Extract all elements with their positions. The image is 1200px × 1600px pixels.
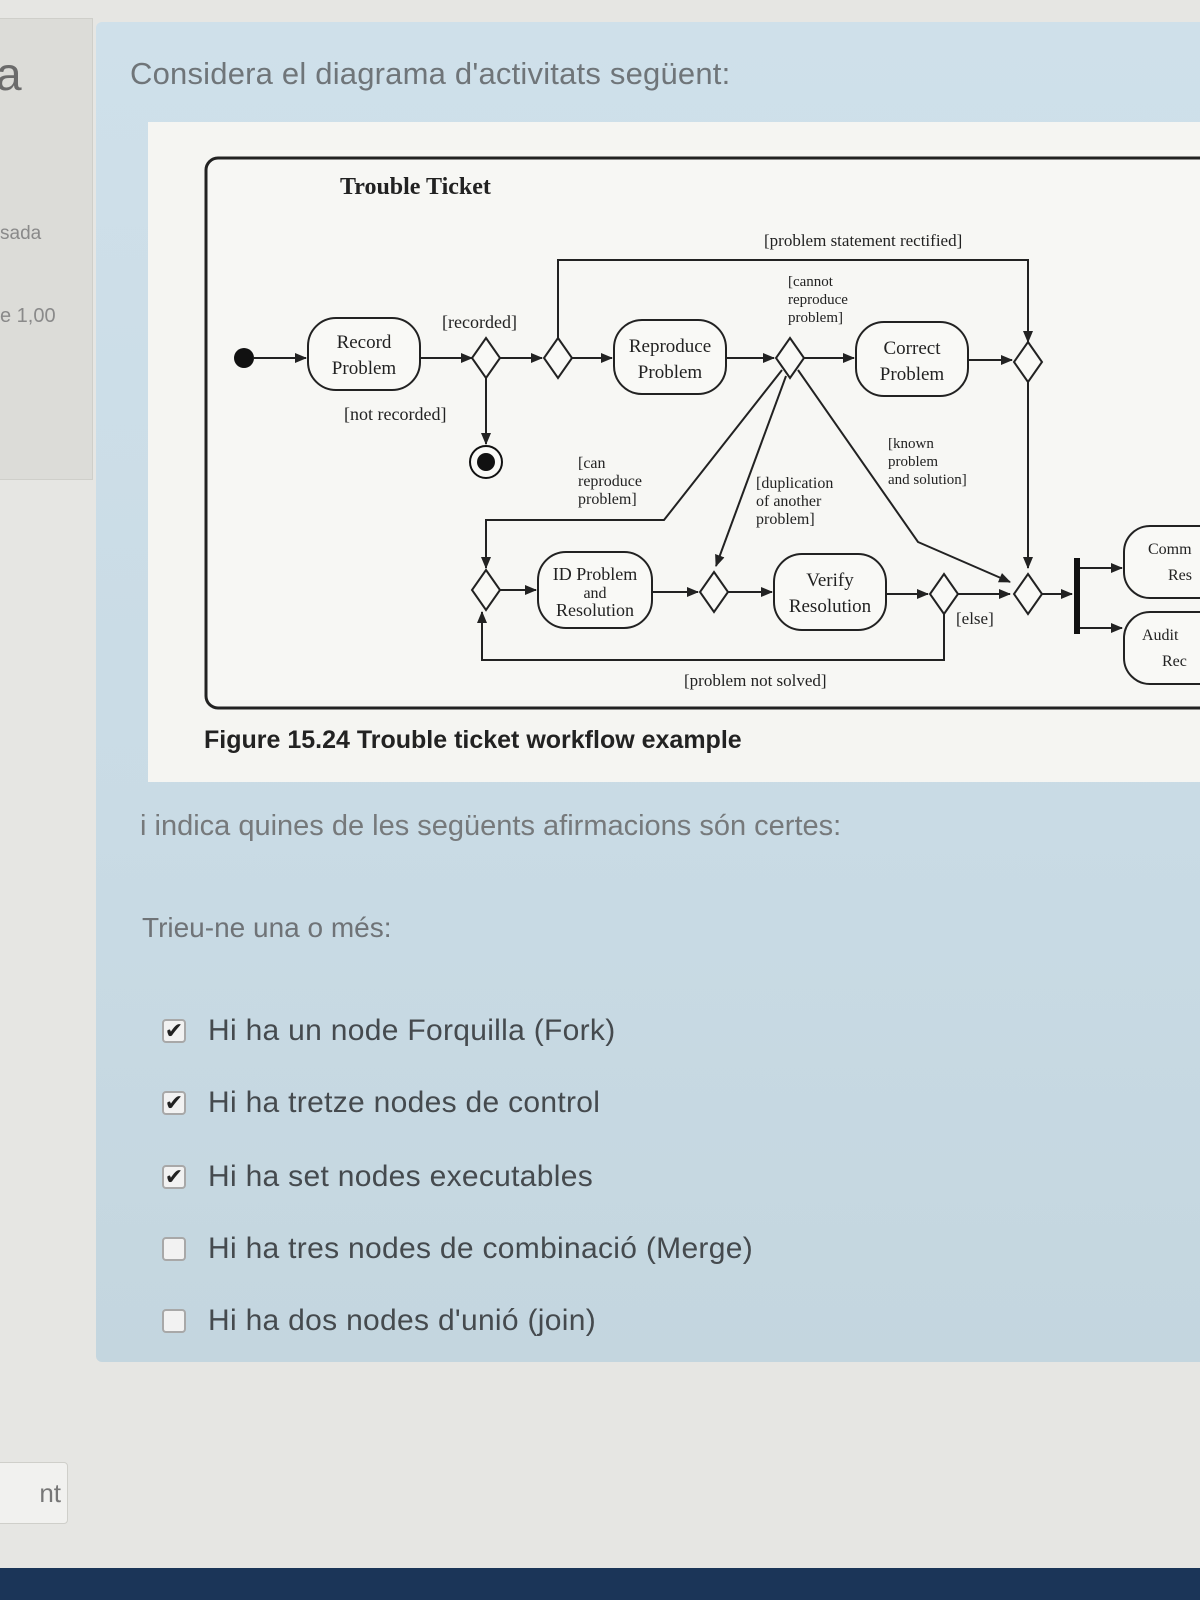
svg-text:[else]: [else] bbox=[956, 609, 994, 628]
svg-text:Record: Record bbox=[337, 332, 392, 353]
question-prompt: i indica quines de les següents afirmaci… bbox=[140, 810, 842, 842]
decision-reproduce bbox=[774, 336, 806, 380]
svg-text:[known: [known bbox=[888, 436, 934, 452]
merge-node-4 bbox=[698, 570, 730, 614]
svg-text:[cannot: [cannot bbox=[788, 274, 834, 290]
taskbar bbox=[0, 1568, 1200, 1600]
answer-instructions: Trieu-ne una o més: bbox=[142, 912, 392, 943]
svg-text:problem]: problem] bbox=[578, 491, 637, 508]
action-verify-resolution bbox=[773, 553, 887, 631]
answer-label: Hi ha un node Forquilla (Fork) bbox=[208, 1014, 616, 1047]
answer-checkbox[interactable]: ✔ bbox=[162, 1091, 186, 1115]
svg-text:[recorded]: [recorded] bbox=[442, 312, 517, 332]
answer-label: Hi ha set nodes executables bbox=[208, 1160, 594, 1193]
svg-text:Rec: Rec bbox=[1162, 653, 1187, 670]
answer-option[interactable]: ✔ Hi ha tretze nodes de control bbox=[162, 1080, 600, 1126]
activity-diagram: Trouble Ticket Record Problem [recorded]… bbox=[204, 156, 1200, 710]
question-mark: e 1,00 bbox=[0, 305, 56, 327]
question-info-panel: a sada e 1,00 bbox=[0, 18, 93, 480]
svg-text:Comm: Comm bbox=[1148, 541, 1192, 558]
answer-option[interactable]: Hi ha tres nodes de combinació (Merge) bbox=[162, 1226, 753, 1272]
answer-option[interactable]: ✔ Hi ha un node Forquilla (Fork) bbox=[162, 1008, 616, 1054]
diagram-frame bbox=[204, 156, 1200, 710]
answer-checkbox[interactable]: ✔ bbox=[162, 1019, 186, 1043]
svg-text:Problem: Problem bbox=[880, 364, 945, 385]
merge-node-1 bbox=[542, 336, 574, 380]
question-status: sada bbox=[0, 223, 42, 244]
svg-text:problem]: problem] bbox=[756, 511, 815, 528]
answer-checkbox[interactable]: ✔ bbox=[162, 1165, 186, 1189]
answer-label: Hi ha tres nodes de combinació (Merge) bbox=[208, 1232, 753, 1265]
diagram-title: Trouble Ticket bbox=[340, 174, 491, 200]
answer-label: Hi ha dos nodes d'unió (join) bbox=[208, 1304, 596, 1337]
next-page-button[interactable]: nt bbox=[0, 1462, 68, 1524]
svg-text:problem]: problem] bbox=[788, 310, 843, 326]
svg-text:Audit: Audit bbox=[1142, 627, 1179, 644]
svg-text:problem: problem bbox=[888, 454, 938, 470]
svg-text:[not recorded]: [not recorded] bbox=[344, 404, 446, 424]
answer-checkbox[interactable] bbox=[162, 1237, 186, 1261]
svg-text:[problem statement rectified]: [problem statement rectified] bbox=[764, 231, 962, 250]
action-id-problem bbox=[537, 551, 653, 629]
figure: Trouble Ticket Record Problem [recorded]… bbox=[148, 122, 1200, 782]
svg-text:[duplication: [duplication bbox=[756, 475, 833, 492]
initial-node bbox=[234, 348, 254, 368]
merge-node-3 bbox=[470, 568, 502, 612]
svg-text:Problem: Problem bbox=[332, 358, 397, 379]
answer-option[interactable]: ✔ Hi ha set nodes executables bbox=[162, 1154, 593, 1200]
action-audit-record bbox=[1123, 611, 1200, 685]
answer-label: Hi ha tretze nodes de control bbox=[208, 1086, 601, 1119]
svg-text:[can: [can bbox=[578, 455, 606, 472]
svg-text:and: and bbox=[583, 585, 606, 602]
question-number: a bbox=[0, 48, 22, 100]
figure-caption: Figure 15.24 Trouble ticket workflow exa… bbox=[204, 726, 742, 754]
svg-text:ID Problem: ID Problem bbox=[553, 564, 638, 584]
svg-text:Reproduce: Reproduce bbox=[629, 336, 711, 357]
svg-text:Verify: Verify bbox=[806, 570, 854, 591]
svg-text:Problem: Problem bbox=[638, 362, 703, 383]
action-record-problem bbox=[307, 317, 421, 391]
question-intro: Considera el diagrama d'activitats següe… bbox=[130, 56, 731, 91]
svg-text:reproduce: reproduce bbox=[578, 473, 642, 490]
svg-text:Res: Res bbox=[1168, 567, 1192, 584]
merge-node-5 bbox=[1012, 572, 1044, 616]
svg-text:of another: of another bbox=[756, 493, 822, 510]
svg-text:Resolution: Resolution bbox=[556, 600, 634, 620]
question-panel: Considera el diagrama d'activitats següe… bbox=[96, 22, 1200, 1362]
svg-text:reproduce: reproduce bbox=[788, 292, 848, 308]
svg-text:Resolution: Resolution bbox=[789, 596, 872, 617]
answer-option[interactable]: Hi ha dos nodes d'unió (join) bbox=[162, 1298, 596, 1344]
action-communicate-result bbox=[1123, 525, 1200, 599]
svg-text:and solution]: and solution] bbox=[888, 472, 967, 488]
svg-text:[problem not solved]: [problem not solved] bbox=[684, 671, 827, 690]
answer-checkbox[interactable] bbox=[162, 1309, 186, 1333]
svg-text:Correct: Correct bbox=[884, 338, 942, 359]
fork-node bbox=[1074, 558, 1080, 634]
